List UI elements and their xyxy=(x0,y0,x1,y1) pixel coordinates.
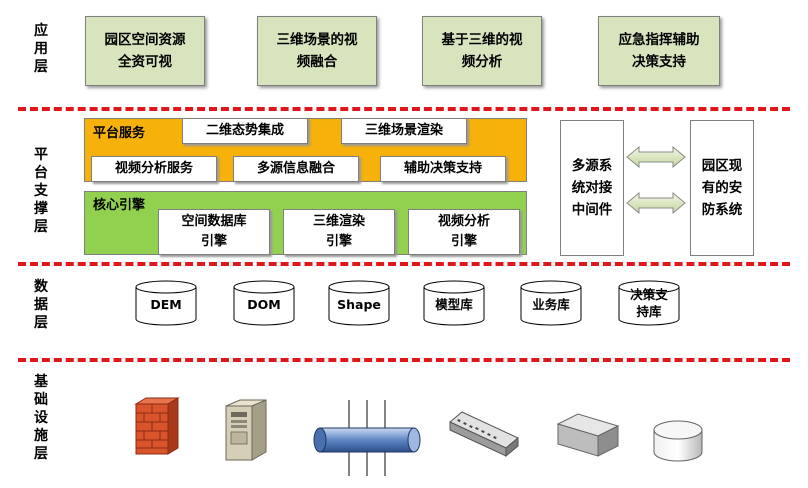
service-3d-rendering: 三维场景渲染 xyxy=(341,118,467,144)
core-engine-title: 核心引擎 xyxy=(93,198,146,213)
double-arrow-icon xyxy=(626,145,686,169)
server-icon xyxy=(225,399,267,461)
database-icon xyxy=(423,280,485,326)
app-box-space-resources: 园区空间资源 全资可视 xyxy=(85,16,205,86)
service-video-analysis: 视频分析服务 xyxy=(91,156,217,182)
database-shape: Shape xyxy=(328,280,390,326)
database-label: DOM xyxy=(247,297,281,312)
service-decision-support: 辅助决策支持 xyxy=(380,156,506,182)
database-label: 决策支 持库 xyxy=(630,287,668,319)
engine-spatial-db: 空间数据库 引擎 xyxy=(158,209,270,255)
layer-label-platform: 平 台 支 撑 层 xyxy=(34,147,48,235)
service-2d-situation: 二维态势集成 xyxy=(182,118,308,144)
database-label: 业务库 xyxy=(532,297,570,312)
database-dem: DEM xyxy=(135,280,197,326)
database-icon xyxy=(328,280,390,326)
database-label: Shape xyxy=(337,297,381,312)
database-icon xyxy=(233,280,295,326)
database-label: 模型库 xyxy=(435,297,473,312)
layer-divider xyxy=(18,358,790,362)
storage-icon xyxy=(653,420,703,462)
database-model: 模型库 xyxy=(423,280,485,326)
database-icon xyxy=(135,280,197,326)
layer-divider xyxy=(18,262,790,266)
network-bus-icon xyxy=(313,400,421,476)
database-dom: DOM xyxy=(233,280,295,326)
engine-3d-render: 三维渲染 引擎 xyxy=(283,209,395,255)
double-arrow-icon xyxy=(626,191,686,215)
layer-label-application: 应 用 层 xyxy=(34,23,48,75)
existing-security-box: 园区现 有的安 防系统 xyxy=(690,120,754,256)
firewall-icon xyxy=(134,397,180,455)
app-box-video-analysis: 基于三维的视 频分析 xyxy=(422,16,542,86)
platform-services-title: 平台服务 xyxy=(93,126,146,141)
layer-label-data: 数 据 层 xyxy=(34,279,48,331)
router-icon xyxy=(556,413,620,457)
engine-video-analysis: 视频分析 引擎 xyxy=(408,209,520,255)
app-box-video-fusion: 三维场景的视 频融合 xyxy=(257,16,377,86)
database-icon xyxy=(520,280,582,326)
database-icon xyxy=(618,280,680,326)
layer-divider xyxy=(18,107,790,111)
middleware-box: 多源系 统对接 中间件 xyxy=(560,120,624,256)
app-box-decision-support: 应急指挥辅助 决策支持 xyxy=(598,16,720,86)
layer-label-infrastructure: 基 础 设 施 层 xyxy=(34,374,48,462)
database-decision: 决策支 持库 xyxy=(618,280,680,326)
database-business: 业务库 xyxy=(520,280,582,326)
service-info-fusion: 多源信息融合 xyxy=(233,156,359,182)
switch-icon xyxy=(449,411,519,458)
database-label: DEM xyxy=(150,297,182,312)
